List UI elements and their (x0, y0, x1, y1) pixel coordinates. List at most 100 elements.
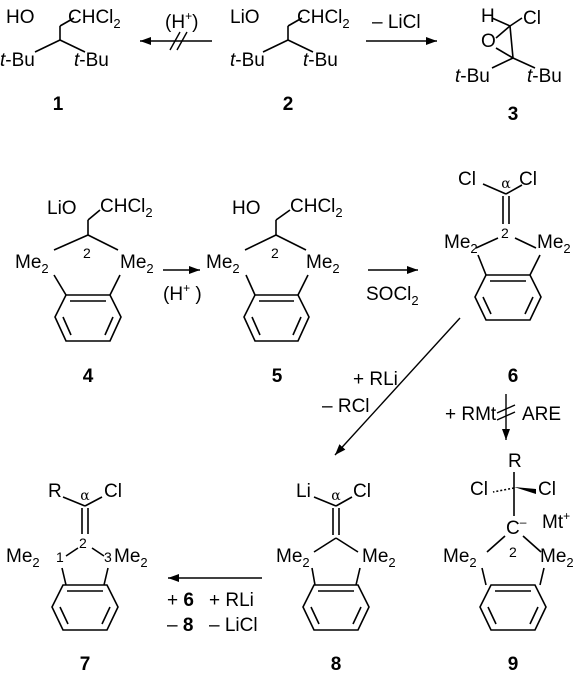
compound-5: HO CHCl2 2 Me2 Me2 5 (206, 196, 343, 387)
bond (103, 567, 109, 586)
compound-number: 2 (283, 94, 294, 115)
blocked-mark (176, 31, 188, 51)
bond (84, 496, 103, 507)
arrow-2-to-3: – LiCl (366, 12, 437, 45)
chlorine-left-label: Cl (470, 479, 488, 500)
reagent-label-top-left: + 6 (167, 590, 194, 611)
bond (495, 47, 514, 59)
bond (529, 606, 539, 625)
dimethyl-left-label: Me2 (443, 546, 477, 570)
bond (512, 57, 536, 69)
compound-4: LiO CHCl2 2 Me2 Me2 4 (15, 196, 154, 387)
benzene-ring (243, 294, 310, 342)
compound-number: 5 (272, 366, 283, 387)
arrow-6-to-9: + RMt ARE (445, 394, 561, 440)
dichloromethyl-label: CHCl2 (290, 196, 343, 220)
dimethyl-left-label: Me2 (276, 546, 310, 570)
reagent-label-left: + RMt (445, 404, 497, 425)
hydroxy-label: HO (6, 7, 35, 28)
dimethyl-right-label: Me2 (306, 252, 340, 276)
bond (486, 535, 506, 553)
compound-8: Li Cl α Me2 Me2 8 (276, 481, 396, 675)
lithium-label: Li (296, 481, 311, 502)
bond (65, 547, 79, 557)
chlorine-label: Cl (104, 481, 122, 502)
hydrogen-label: H (481, 6, 495, 27)
dimethyl-right-label: Me2 (114, 546, 148, 570)
bond (514, 237, 537, 249)
bond (87, 234, 119, 251)
alpha-label: α (80, 488, 90, 504)
bond (275, 209, 291, 221)
dichloromethyl-label: CHCl2 (100, 196, 153, 220)
chlorine-label: Cl (353, 481, 371, 502)
dichloromethyl-label: CHCl2 (68, 7, 121, 31)
bond (477, 254, 487, 276)
arrow-4-to-5: (H+ ) (163, 266, 202, 305)
compound-number: 6 (508, 366, 519, 387)
reagent-label-top-right: + RLi (209, 590, 254, 611)
bond (352, 606, 362, 625)
bond (287, 17, 303, 27)
carbon-3-label: 3 (104, 549, 112, 565)
reagent-label: SOCl2 (366, 284, 419, 308)
carbon-1-label: 1 (56, 549, 64, 565)
alpha-label: α (331, 488, 341, 504)
wedge-bond (514, 487, 536, 494)
reagent-label: – LiCl (372, 12, 421, 33)
bond (62, 316, 72, 336)
bond (292, 316, 302, 336)
compound-number: 4 (83, 366, 94, 387)
compound-number: 9 (508, 654, 519, 675)
bond (495, 25, 511, 39)
benzene-ring (51, 584, 119, 631)
bond (59, 17, 75, 27)
alpha-label: α (501, 176, 511, 192)
reaction-arrow (334, 317, 461, 456)
reagent-label: (H+) (165, 9, 198, 33)
bond (297, 274, 309, 296)
bond (59, 606, 69, 625)
hydroxy-label: HO (232, 198, 261, 219)
tert-butyl-right-label: t-Bu (74, 50, 109, 71)
bond (87, 209, 101, 221)
compound-number: 7 (80, 654, 91, 675)
r-group-label: R (48, 481, 62, 502)
bond (251, 316, 261, 336)
compound-2: LiO CHCl2 t-Bu t-Bu 2 (230, 7, 350, 115)
dimethyl-right-label: Me2 (540, 546, 574, 570)
carbon-2-label: 2 (509, 544, 517, 560)
bond (262, 39, 289, 53)
reagent-label-bottom: – RCl (322, 396, 370, 417)
carbon-2-label: 2 (501, 225, 509, 241)
chlorine-right-label: Cl (519, 169, 537, 190)
lithium-alkoxide-label: LiO (230, 7, 260, 28)
bond (34, 39, 61, 53)
bond (491, 17, 511, 27)
dimethyl-left-label: Me2 (6, 546, 40, 570)
compound-1: HO CHCl2 t-Bu t-Bu 1 (0, 7, 121, 115)
bond (313, 537, 337, 553)
bond (524, 296, 534, 315)
bond (335, 496, 353, 507)
dimethyl-left-label: Me2 (444, 232, 478, 256)
tert-butyl-right-label: t-Bu (303, 50, 338, 71)
bond (522, 535, 542, 553)
benzene-ring (54, 294, 122, 342)
bond (244, 234, 277, 251)
bond (101, 606, 111, 625)
bond (311, 567, 316, 586)
blocked-mark (496, 404, 516, 414)
compound-6: Cl Cl α 2 Me2 Me2 6 (444, 169, 571, 387)
bond (475, 237, 499, 249)
bond (62, 496, 86, 507)
dimethyl-right-label: Me2 (362, 546, 396, 570)
compound-7: R Cl α 2 1 3 Me2 Me2 7 (6, 481, 148, 675)
carbon-2-label: 2 (271, 245, 279, 261)
arrow-5-to-6: SOCl2 (366, 266, 419, 308)
arrow-6-to-8: + RLi – RCl (322, 317, 461, 456)
bond (59, 39, 86, 53)
reagent-label-right: ARE (522, 404, 561, 425)
bond (335, 537, 359, 553)
